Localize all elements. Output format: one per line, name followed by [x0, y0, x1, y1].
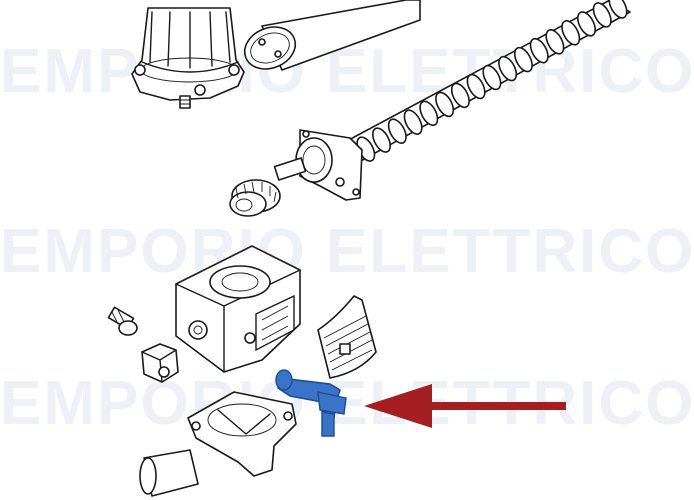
worm-coil [529, 37, 549, 64]
worm-coil [577, 11, 596, 37]
watermark-layer: EMPORIO ELETTRICO EMPORIO ELETTRICO EMPO… [0, 37, 694, 438]
cam-block [141, 343, 179, 383]
worm-coil [482, 64, 502, 91]
gearbox-housing [175, 245, 301, 373]
worm-coil [561, 20, 581, 46]
worm-coil [513, 46, 533, 73]
pointer-arrow [364, 384, 566, 428]
cylinder-bushing [139, 449, 199, 497]
worm-coil [545, 29, 565, 55]
watermark-text-bottom: EMPORIO ELETTRICO [0, 369, 694, 438]
worm-coil [372, 127, 391, 153]
watermark-text-middle: EMPORIO ELETTRICO [0, 217, 694, 286]
worm-coil [466, 73, 486, 100]
worm-coil [498, 55, 518, 82]
bottom-cover [187, 391, 297, 477]
curved-cover-plate [317, 295, 377, 379]
worm-coil [419, 100, 439, 127]
watermark-text-top: EMPORIO ELETTRICO [0, 37, 694, 106]
worm-coil [450, 82, 470, 109]
highlighted-limit-switch-lever [275, 369, 347, 437]
worm-coil [608, 0, 628, 19]
screw-bolt [107, 306, 138, 336]
gear-pinion [229, 179, 281, 217]
worm-coil [387, 118, 407, 144]
flange-bearing [273, 129, 363, 201]
worm-coil [403, 109, 423, 135]
worm-coil [592, 2, 612, 28]
tube-cylinder [243, 0, 421, 71]
worm-coil [435, 91, 455, 118]
motor-housing [131, 7, 245, 109]
